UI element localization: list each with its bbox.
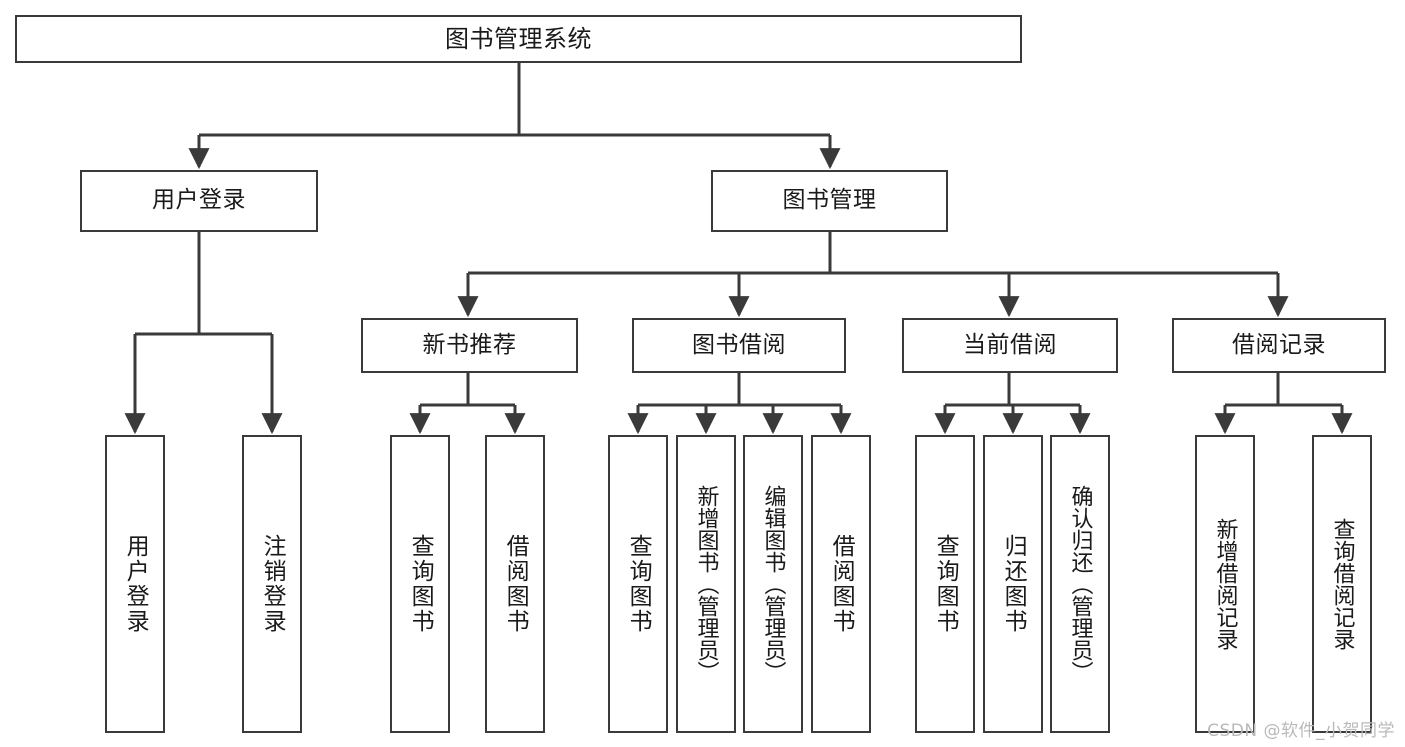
leaf-book-borrow-query-label: 查询图书	[625, 534, 652, 634]
leaf-borrow-record-query[interactable]: 查询借阅记录	[1312, 435, 1372, 733]
csdn-watermark: CSDN @软件_小贺同学	[1207, 721, 1395, 741]
leaf-borrow-record-query-label: 查询借阅记录	[1329, 518, 1355, 650]
leaf-new-book-query-label: 查询图书	[407, 534, 434, 634]
leaf-user-login-logout-label: 注销登录	[259, 534, 286, 634]
leaf-borrow-record-add[interactable]: 新增借阅记录	[1195, 435, 1255, 733]
node-new-book-recommend-label: 新书推荐	[422, 331, 517, 358]
leaf-new-book-borrow-label: 借阅图书	[502, 534, 529, 634]
leaf-book-borrow-add-label: 新增图书（管理员）	[693, 485, 719, 683]
leaf-new-book-query[interactable]: 查询图书	[390, 435, 450, 733]
node-user-login[interactable]: 用户登录	[80, 170, 318, 232]
leaf-new-book-borrow[interactable]: 借阅图书	[485, 435, 545, 733]
node-root-system[interactable]: 图书管理系统	[15, 15, 1022, 63]
node-borrow-record[interactable]: 借阅记录	[1172, 318, 1386, 373]
node-new-book-recommend[interactable]: 新书推荐	[361, 318, 578, 373]
leaf-user-login-logout[interactable]: 注销登录	[242, 435, 302, 733]
leaf-current-borrow-return[interactable]: 归还图书	[983, 435, 1043, 733]
node-current-borrow[interactable]: 当前借阅	[902, 318, 1118, 373]
leaf-book-borrow-borrow[interactable]: 借阅图书	[811, 435, 871, 733]
leaf-current-borrow-return-label: 归还图书	[1000, 534, 1027, 634]
leaf-current-borrow-confirm[interactable]: 确认归还（管理员）	[1050, 435, 1110, 733]
leaf-book-borrow-edit[interactable]: 编辑图书（管理员）	[743, 435, 803, 733]
node-current-borrow-label: 当前借阅	[963, 331, 1057, 358]
leaf-current-borrow-query[interactable]: 查询图书	[915, 435, 975, 733]
leaf-book-borrow-add[interactable]: 新增图书（管理员）	[676, 435, 736, 733]
node-borrow-record-label: 借阅记录	[1232, 331, 1326, 358]
leaf-book-borrow-borrow-label: 借阅图书	[828, 534, 855, 634]
node-book-management-label: 图书管理	[782, 187, 877, 214]
leaf-current-borrow-query-label: 查询图书	[932, 534, 959, 634]
leaf-book-borrow-query[interactable]: 查询图书	[608, 435, 668, 733]
leaf-book-borrow-edit-label: 编辑图书（管理员）	[760, 485, 786, 683]
node-book-borrow[interactable]: 图书借阅	[632, 318, 846, 373]
leaf-user-login-login-label: 用户登录	[122, 534, 149, 634]
node-book-management[interactable]: 图书管理	[711, 170, 948, 232]
node-book-borrow-label: 图书借阅	[692, 331, 786, 358]
leaf-current-borrow-confirm-label: 确认归还（管理员）	[1067, 485, 1093, 683]
leaf-user-login-login[interactable]: 用户登录	[105, 435, 165, 733]
node-root-system-label: 图书管理系统	[445, 24, 592, 53]
node-user-login-label: 用户登录	[152, 187, 246, 214]
leaf-borrow-record-add-label: 新增借阅记录	[1212, 518, 1238, 650]
